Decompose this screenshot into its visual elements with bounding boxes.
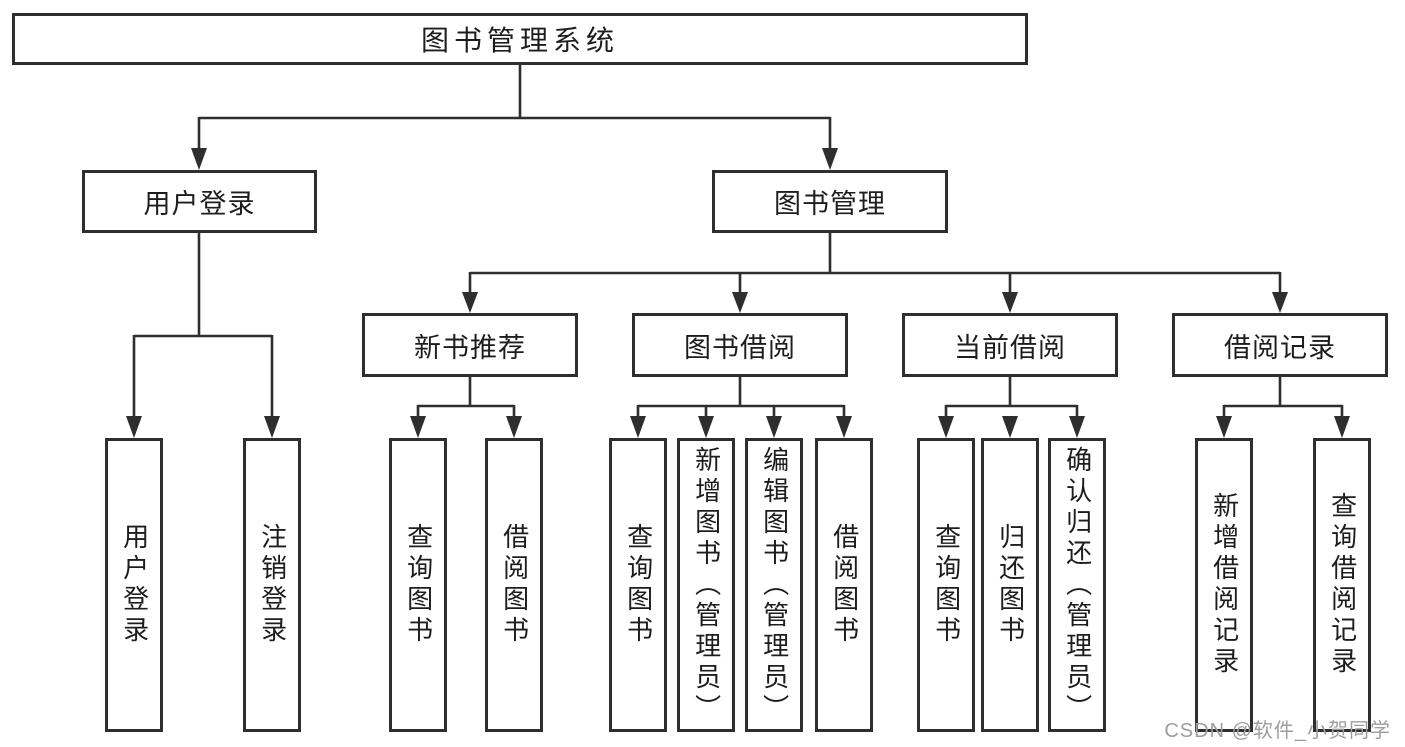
- arrowhead-icons: [126, 148, 1350, 438]
- leaf-confirm-return-admin: 确认归还（管理员）: [1048, 438, 1106, 732]
- leaf-edit-books-admin: 编辑图书（管理员）: [745, 438, 803, 732]
- leaf-borrow-books-recommend: 借阅图书: [485, 438, 543, 732]
- leaf-query-borrow-record: 查询借阅记录: [1313, 438, 1371, 732]
- node-book-borrowing: 图书借阅: [632, 313, 848, 377]
- csdn-watermark: CSDN @软件_小贺同学: [1164, 720, 1391, 742]
- leaf-query-books-recommend: 查询图书: [389, 438, 447, 732]
- leaf-query-books-borrow: 查询图书: [609, 438, 667, 732]
- node-user-login: 用户登录: [82, 170, 317, 233]
- node-book-management: 图书管理: [712, 170, 948, 233]
- leaf-return-books: 归还图书: [981, 438, 1039, 732]
- node-new-book-recommend: 新书推荐: [362, 313, 578, 377]
- leaf-user-login: 用户登录: [105, 438, 163, 732]
- leaf-borrow-books: 借阅图书: [815, 438, 873, 732]
- leaf-add-books-admin: 新增图书（管理员）: [677, 438, 735, 732]
- leaf-logout: 注销登录: [243, 438, 301, 732]
- node-library-system: 图书管理系统: [12, 13, 1028, 65]
- node-borrowing-records: 借阅记录: [1172, 313, 1388, 377]
- node-current-borrowing: 当前借阅: [902, 313, 1118, 377]
- leaf-add-borrow-record: 新增借阅记录: [1195, 438, 1253, 732]
- leaf-query-books-current: 查询图书: [917, 438, 975, 732]
